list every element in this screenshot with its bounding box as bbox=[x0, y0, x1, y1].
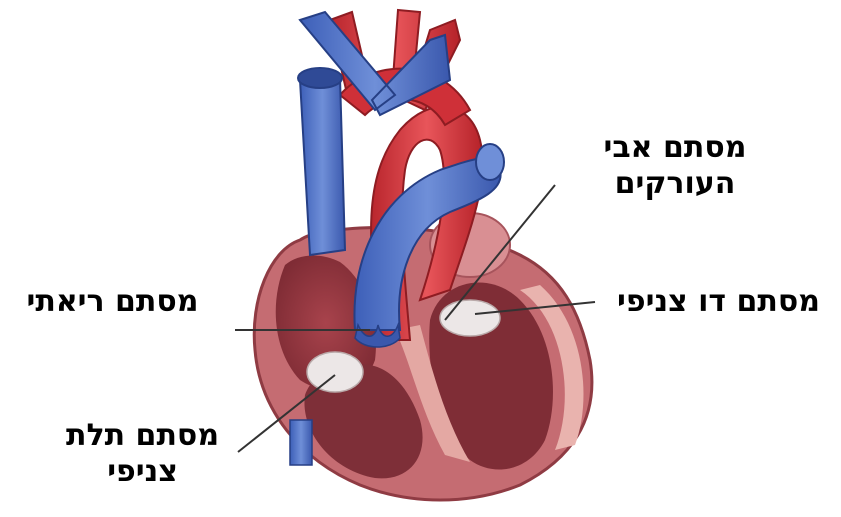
inferior-vena-cava bbox=[290, 420, 312, 465]
aortic-valve-label-line2: העורקים bbox=[560, 166, 790, 202]
vena-cava-opening bbox=[298, 68, 342, 88]
superior-vena-cava bbox=[300, 78, 345, 255]
tricuspid-valve-label-line2: צניפי bbox=[30, 454, 255, 490]
tricuspid-valve-shape bbox=[307, 352, 363, 392]
aortic-valve-label: מסתם אבי העורקים bbox=[560, 130, 790, 202]
mitral-valve-shape bbox=[440, 300, 500, 336]
aortic-valve-label-line1: מסתם אבי bbox=[560, 130, 790, 166]
mitral-valve-label: מסתם דו צניפי bbox=[596, 284, 841, 320]
tricuspid-valve-label-line1: מסתם תלת bbox=[30, 418, 255, 454]
pulmonary-valve-label-text: מסתם ריאתי bbox=[0, 284, 225, 320]
mitral-valve-label-text: מסתם דו צניפי bbox=[596, 284, 841, 320]
tricuspid-valve-label: מסתם תלת צניפי bbox=[30, 418, 255, 490]
pulmonary-artery-end bbox=[476, 144, 504, 180]
pulmonary-valve-label: מסתם ריאתי bbox=[0, 284, 225, 320]
